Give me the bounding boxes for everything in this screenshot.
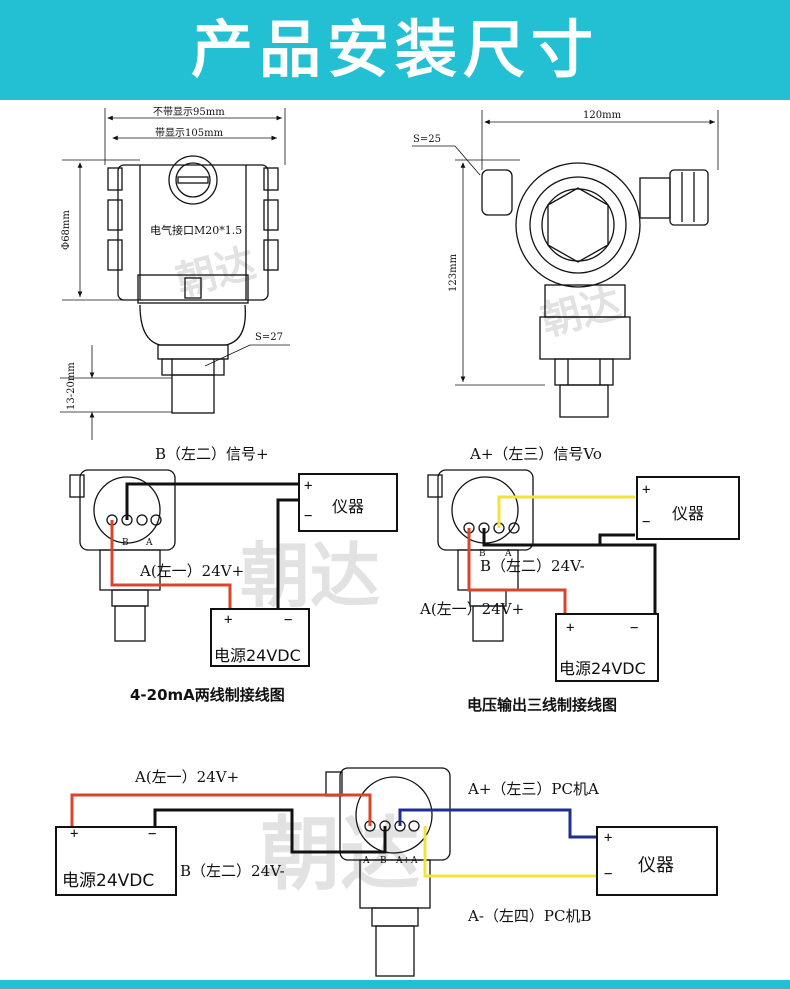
d2-caption: 电压输出三线制接线图 bbox=[467, 696, 618, 714]
side-width-label: 120mm bbox=[583, 110, 622, 121]
d3-mark-a-plus: A+ bbox=[396, 856, 411, 866]
title-banner bbox=[0, 0, 790, 100]
d1-mark-a: A bbox=[146, 538, 153, 548]
d1-power-box bbox=[210, 608, 310, 667]
d3-mark-b: B bbox=[380, 856, 387, 866]
d1-caption: 4-20mA两线制接线图 bbox=[130, 686, 285, 704]
d1-instrument-minus: − bbox=[304, 508, 313, 524]
width-no-display-label: 不带显示95mm bbox=[153, 107, 225, 118]
d3-label-a-minus: A-（左四）PC机B bbox=[468, 907, 592, 925]
d2-mark-b: B bbox=[479, 549, 486, 559]
d3-instrument-label: 仪器 bbox=[638, 855, 674, 876]
side-view-drawing bbox=[412, 110, 719, 418]
d1-label-b: B（左二）信号+ bbox=[155, 445, 269, 463]
electrical-port-label: 电气接口M20*1.5 bbox=[150, 224, 243, 237]
watermark: 朝达 bbox=[240, 534, 380, 617]
front-wrench-label: S=27 bbox=[255, 332, 283, 343]
d2-label-b: B（左二）24V- bbox=[480, 557, 585, 575]
d1-instrument-box bbox=[298, 473, 398, 532]
d3-instrument-plus: + bbox=[604, 830, 613, 846]
side-wrench-label: S=25 bbox=[413, 134, 441, 145]
d1-instrument-plus: + bbox=[304, 478, 313, 494]
d3-power-plus: + bbox=[70, 826, 79, 842]
width-with-display-label: 带显示105mm bbox=[155, 128, 224, 139]
thread-length-label: 13-20mm bbox=[66, 362, 77, 410]
page-title: 产品安装尺寸 bbox=[190, 13, 599, 86]
d2-power-plus: + bbox=[566, 620, 575, 636]
d2-label-a-plus: A+（左三）信号Vo bbox=[470, 445, 602, 463]
d1-instrument-label: 仪器 bbox=[332, 497, 365, 516]
d3-power-label: 电源24VDC bbox=[62, 871, 155, 891]
d3-label-a-plus: A+（左三）PC机A bbox=[468, 780, 599, 798]
d2-instrument-plus: + bbox=[642, 482, 651, 498]
d1-power-label: 电源24VDC bbox=[214, 646, 301, 665]
d2-instrument-minus: − bbox=[642, 514, 651, 530]
d1-mark-b: B bbox=[122, 538, 129, 548]
d3-power-minus: − bbox=[148, 826, 157, 842]
d2-label-a: A(左一）24V+ bbox=[420, 600, 525, 618]
bottom-bar bbox=[0, 980, 790, 989]
wires-3wire bbox=[467, 495, 657, 615]
transmitter-2wire bbox=[69, 469, 176, 642]
transmitter-485 bbox=[325, 767, 451, 977]
d2-power-minus: − bbox=[630, 620, 639, 636]
d3-instrument-box bbox=[596, 826, 718, 896]
d1-label-a: A(左一）24V+ bbox=[140, 562, 245, 580]
diameter-label: Φ68mm bbox=[61, 210, 72, 250]
d3-instrument-minus: − bbox=[604, 866, 613, 882]
side-height-label: 123mm bbox=[448, 253, 459, 292]
d2-mark-a: A bbox=[505, 549, 512, 559]
wires-2wire bbox=[110, 482, 300, 612]
d3-label-b: B（左二）24V- bbox=[180, 862, 285, 880]
wires-485 bbox=[70, 793, 598, 878]
d2-power-box bbox=[555, 613, 659, 682]
d3-power-box bbox=[55, 826, 177, 896]
d3-mark-a: A bbox=[363, 856, 370, 866]
d3-mark-a-minus: A- bbox=[411, 856, 421, 866]
d1-power-minus: − bbox=[284, 612, 293, 628]
d2-power-label: 电源24VDC bbox=[559, 659, 646, 678]
d2-instrument-box bbox=[636, 476, 740, 540]
d1-power-plus: + bbox=[224, 612, 233, 628]
d3-label-a: A(左一）24V+ bbox=[135, 768, 240, 786]
d2-instrument-label: 仪器 bbox=[672, 504, 705, 523]
front-view-drawing bbox=[60, 108, 290, 440]
